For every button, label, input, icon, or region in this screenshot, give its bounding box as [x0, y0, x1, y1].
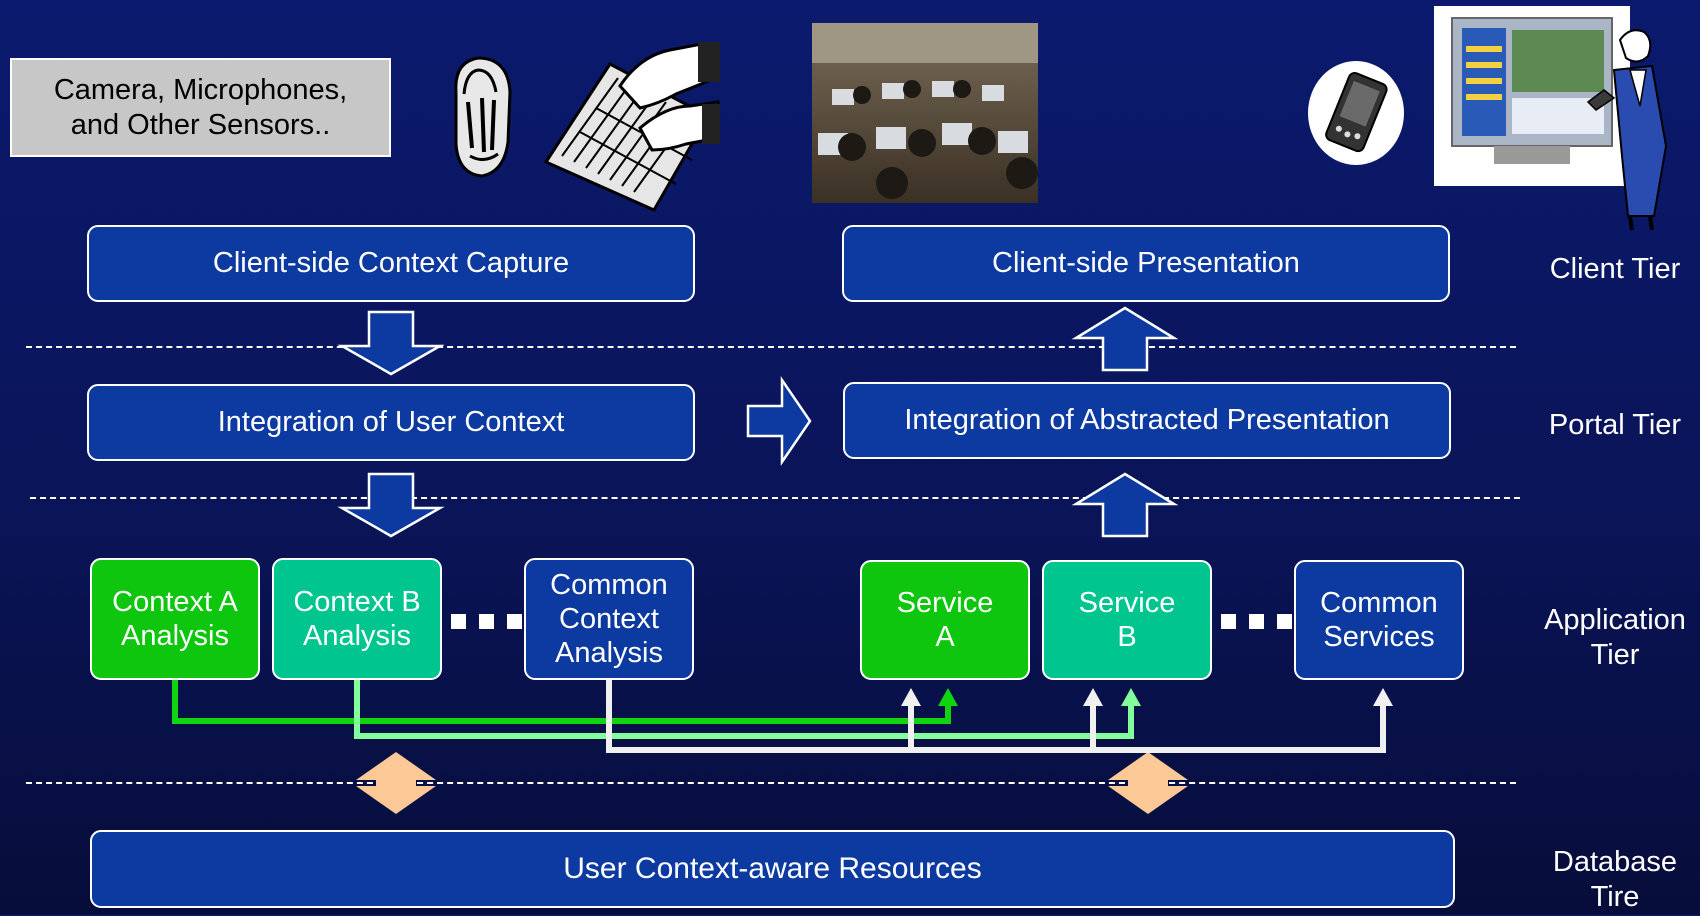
tier-label-database: Database Tire [1552, 846, 1678, 914]
connector-common-context-to-services [606, 680, 1386, 753]
arrow-up-services-to-integration [1071, 472, 1179, 538]
tier-label-application: Application Tier [1544, 604, 1686, 672]
arrow-down-integration-to-analysis [337, 472, 445, 538]
service-ellipsis-dots [1221, 614, 1292, 629]
tier-label-client: Client Tier [1549, 253, 1681, 285]
context-b-analysis-box: Context B Analysis [272, 558, 442, 680]
arrow-down-capture-to-integration [337, 310, 445, 376]
connector-context-a-to-service-a [172, 680, 951, 724]
pda-icon [1308, 61, 1404, 165]
presenter-display-icon [1434, 6, 1668, 231]
arrow-right-context-to-presentation [746, 375, 812, 467]
tier-separator-portal-application [30, 497, 1520, 499]
common-context-analysis-box: Common Context Analysis [524, 558, 694, 680]
context-a-analysis-box: Context A Analysis [90, 558, 260, 680]
service-a-box: Service A [860, 560, 1030, 680]
integration-user-context-box: Integration of User Context [87, 384, 695, 461]
db-double-arrow-right [1108, 752, 1188, 814]
service-b-box: Service B [1042, 560, 1212, 680]
db-double-arrow-left [356, 752, 436, 814]
tier-separator-application-database [26, 782, 1516, 784]
arrow-up-integration-to-presentation [1071, 306, 1179, 372]
context-ellipsis-dots [451, 614, 522, 629]
user-context-aware-resources-box: User Context-aware Resources [90, 830, 1455, 908]
tier-label-portal: Portal Tier [1548, 409, 1682, 441]
client-side-context-capture-box: Client-side Context Capture [87, 225, 695, 302]
connector-context-b-to-service-b [354, 680, 1134, 739]
integration-abstracted-presentation-box: Integration of Abstracted Presentation [843, 382, 1451, 459]
sensors-label-box: Camera, Microphones, and Other Sensors.. [10, 58, 391, 157]
keyboard-hands-icon [543, 42, 720, 212]
mouse-hand-icon [454, 56, 512, 178]
tier-separator-client-portal [26, 346, 1516, 348]
common-services-box: Common Services [1294, 560, 1464, 680]
classroom-photo [812, 23, 1038, 203]
client-side-presentation-box: Client-side Presentation [842, 225, 1450, 302]
